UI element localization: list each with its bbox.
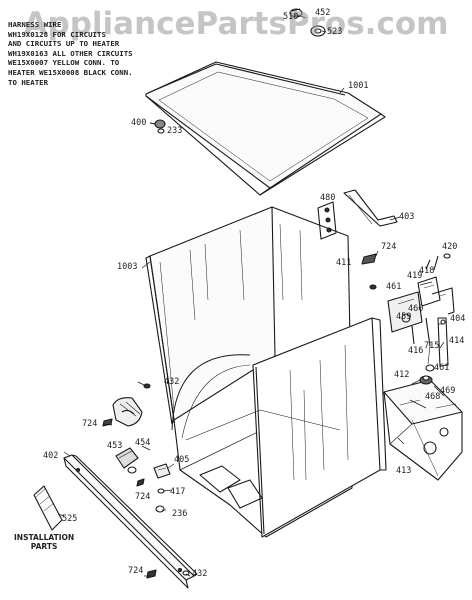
callout-469: 469 [440, 386, 456, 396]
callout-715: 715 [424, 341, 440, 351]
clip-724-mid [136, 478, 145, 487]
callout-480: 480 [320, 193, 336, 203]
rail-403 [343, 189, 398, 227]
callout-510: 510 [283, 12, 299, 22]
callout-453: 453 [107, 441, 123, 451]
callout-402: 402 [43, 451, 59, 461]
screw-461b [425, 364, 435, 372]
callout-523: 523 [327, 27, 343, 37]
callout-419: 419 [407, 271, 423, 281]
callout-413: 413 [396, 466, 412, 476]
fuse-468 [419, 375, 433, 385]
bracket-480 [317, 201, 337, 240]
callout-403: 403 [399, 212, 415, 222]
callout-432-b: 432 [192, 569, 208, 579]
screw-236 [155, 505, 165, 513]
knob-453 [115, 447, 139, 474]
callout-525: 525 [62, 514, 78, 524]
callout-724-b: 724 [82, 419, 98, 429]
callout-432-a: 432 [164, 377, 180, 387]
callout-417: 417 [170, 487, 186, 497]
top-knob [289, 8, 326, 37]
callout-1003: 1003 [117, 262, 138, 272]
callout-236: 236 [172, 509, 188, 519]
terminal-block [417, 253, 451, 307]
callout-460: 460 [408, 304, 424, 314]
callout-461-b: 461 [434, 363, 450, 373]
callout-724-a: 724 [381, 242, 397, 252]
callout-461-a: 461 [386, 282, 402, 292]
callout-405: 405 [174, 455, 190, 465]
callout-452: 452 [315, 8, 331, 18]
installation-booklet [33, 485, 63, 531]
callout-420: 420 [442, 242, 458, 252]
callout-724-d: 724 [128, 566, 144, 576]
callout-418: 418 [419, 266, 435, 276]
top-panel [145, 61, 386, 196]
installation-parts-label: INSTALLATION PARTS [14, 533, 75, 551]
toe-panel-402 [63, 454, 198, 589]
callout-411: 411 [336, 258, 352, 268]
thermostat-414 [437, 317, 449, 367]
part-405 [153, 463, 171, 479]
screw-461 [369, 284, 377, 290]
callout-400: 400 [131, 118, 147, 128]
screw-417 [157, 488, 165, 494]
callout-233: 233 [167, 126, 183, 136]
callout-414: 414 [449, 336, 465, 346]
leader-lines [57, 13, 445, 577]
bracket-404 [431, 287, 455, 315]
screw-432-bottom [182, 570, 190, 576]
callout-454: 454 [135, 438, 151, 448]
callout-412: 412 [394, 370, 410, 380]
callout-468: 468 [425, 392, 441, 402]
callout-416: 416 [408, 346, 424, 356]
heater-duct [383, 379, 463, 481]
control-assembly [387, 291, 423, 333]
callout-459: 459 [396, 312, 412, 322]
wire-lead-715 [411, 317, 431, 365]
callout-724-c: 724 [135, 492, 151, 502]
drive-motor-454 [112, 383, 151, 427]
callout-404: 404 [450, 314, 466, 324]
clip-724-top [361, 253, 377, 265]
callout-1001: 1001 [348, 81, 369, 91]
harness-note: HARNESS WIRE WH19X0128 FOR CIRCUITS AND … [8, 20, 133, 87]
clip-724-bottom [146, 569, 157, 579]
screw-400 [149, 119, 166, 134]
cabinet [145, 206, 387, 538]
